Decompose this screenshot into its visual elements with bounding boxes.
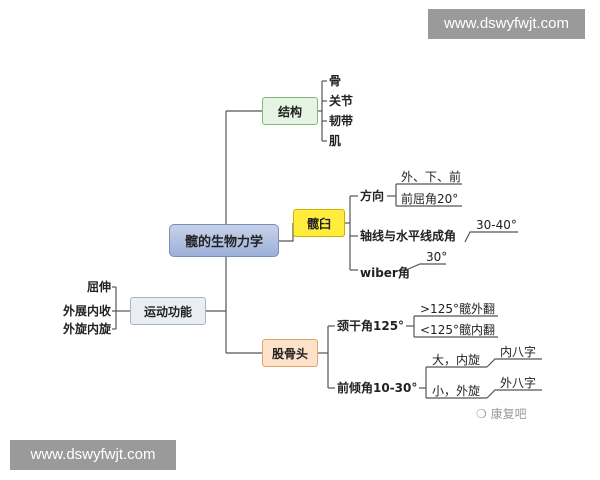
wiber-label: wiber角 [360,266,410,280]
brand-logo: ❍ 康复吧 [476,405,527,422]
structure-node: 结构 [262,97,318,125]
wechat-icon: ❍ [476,407,487,421]
neck-shaft-varus: <125°髋内翻 [420,323,495,337]
structure-label: 结构 [277,104,302,119]
motion-label: 运动功能 [143,304,192,319]
acetabulum-label: 髋臼 [306,216,331,231]
motion-item-flexion: 屈伸 [86,280,111,294]
femoral-head-label: 股骨头 [271,346,308,361]
anteversion-small-value: 外八字 [500,376,537,390]
neck-shaft-label: 颈干角125° [337,319,405,333]
femoral-head-node: 股骨头 [262,339,318,367]
structure-item-ligament: 韧带 [329,114,354,128]
structure-item-muscle: 肌 [329,134,342,148]
direction-label: 方向 [360,189,385,203]
anteversion-big-value: 内八字 [500,345,537,359]
watermark-top: www.dswyfwjt.com [428,9,585,39]
anteversion-label: 前倾角10-30° [337,381,418,395]
structure-item-joint: 关节 [329,94,354,108]
acetabulum-node: 髋臼 [293,209,345,237]
motion-item-abduction: 外展内收 [62,304,111,318]
axis-value: 30-40° [476,218,517,232]
direction-value-2: 前屈角20° [401,192,459,206]
logo-text: 康复吧 [490,407,527,421]
direction-value-1: 外、下、前 [401,170,462,184]
anteversion-big: 大，内旋 [432,353,481,367]
motion-node: 运动功能 [130,297,206,325]
root-label: 髋的生物力学 [184,235,263,250]
neck-shaft-valgus: >125°髋外翻 [420,302,495,316]
watermark-bottom: www.dswyfwjt.com [10,440,176,470]
wiber-value: 30° [426,250,448,264]
anteversion-small: 小，外旋 [432,384,481,398]
axis-label: 轴线与水平线成角 [360,229,457,243]
root-node: 髋的生物力学 [169,224,279,257]
motion-item-rotation: 外旋内旋 [62,322,111,336]
structure-item-bone: 骨 [329,74,342,88]
